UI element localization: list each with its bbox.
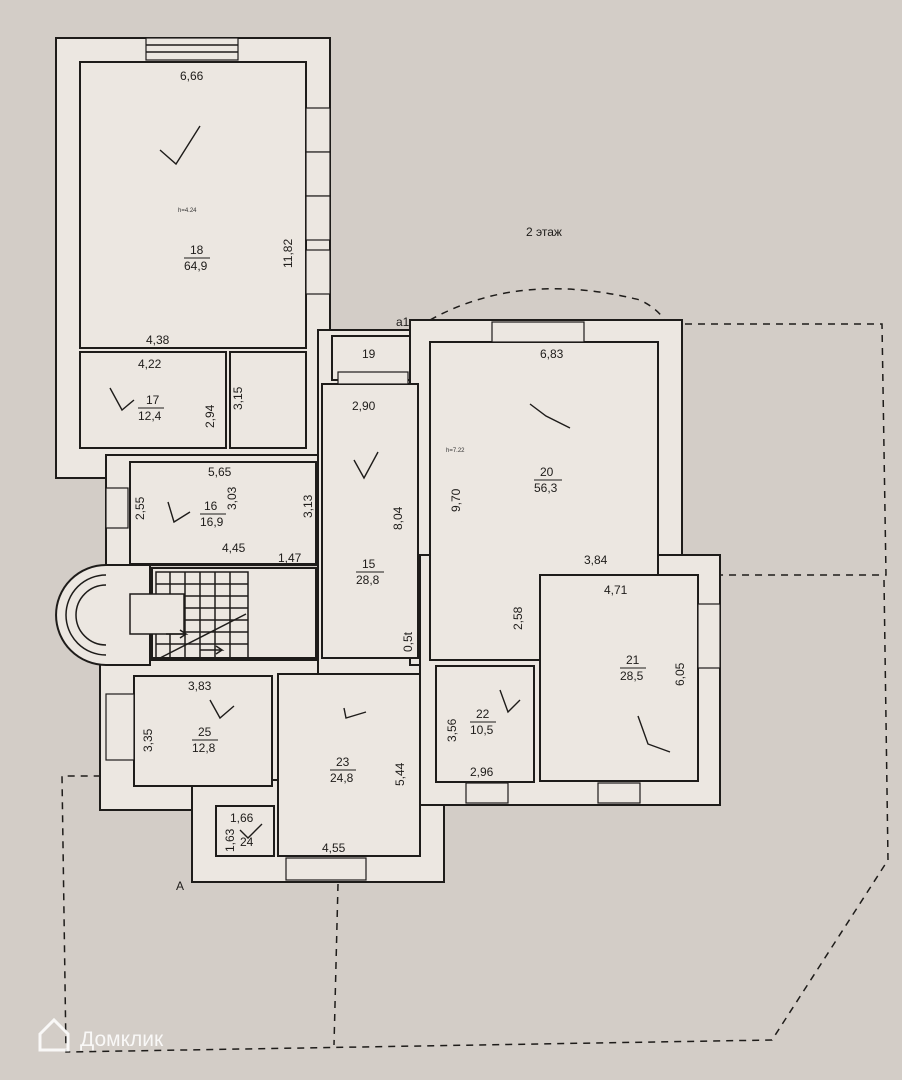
room-17-closet: [229, 351, 307, 449]
room-number-19: 19: [362, 347, 376, 361]
room-25: [133, 675, 273, 787]
dim-25-width: 3,83: [188, 679, 212, 693]
room-number-23: 23: [336, 755, 350, 769]
dim-22-height: 3,56: [445, 718, 459, 742]
room-area-22: 10,5: [470, 723, 494, 737]
dim-24-width: 1,66: [230, 811, 254, 825]
room-area-15: 28,8: [356, 573, 380, 587]
room-area-20: 56,3: [534, 481, 558, 495]
dim-21-width: 4,71: [604, 583, 628, 597]
dim-16-right: 3,13: [301, 494, 315, 518]
dim-17-width: 4,22: [138, 357, 162, 371]
axis-mark-A: A: [176, 879, 184, 893]
room-number-24: 24: [240, 835, 254, 849]
windows: [105, 37, 721, 881]
room-21: [539, 574, 699, 782]
dim-20-width: 6,83: [540, 347, 564, 361]
room-23: [277, 673, 421, 857]
dim-16-small: 1,47: [278, 551, 302, 565]
dashed-contour: [61, 288, 889, 1053]
dim-18-height: 11,82: [281, 239, 295, 268]
room-18: [79, 61, 307, 349]
watermark-text: Домклик: [80, 1028, 164, 1051]
dim-18-bottom: 4,38: [146, 333, 170, 347]
dim-15-note: 0,5t: [401, 631, 415, 652]
dim-16-bottom: 4,45: [222, 541, 246, 555]
dim-16-width: 5,65: [208, 465, 232, 479]
dim-24-height: 1,63: [223, 828, 237, 852]
height-note-18: h=4.24: [178, 208, 197, 214]
room-area-23: 24,8: [330, 771, 354, 785]
dim-15-width: 2,90: [352, 399, 376, 413]
dim-20-step: 2,58: [511, 606, 525, 630]
room-area-21: 28,5: [620, 669, 644, 683]
dim-22-width: 2,96: [470, 765, 494, 779]
dim-23-width: 4,55: [322, 841, 346, 855]
watermark: Домклик: [38, 1017, 164, 1052]
room-15: [321, 383, 419, 659]
staircase: [65, 571, 249, 659]
room-16: [129, 461, 317, 565]
room-number-15: 15: [362, 557, 376, 571]
room-number-25: 25: [198, 725, 212, 739]
room-number-17: 17: [146, 393, 160, 407]
dim-20-height: 9,70: [449, 488, 463, 512]
room-number-21: 21: [626, 653, 640, 667]
room-17: [79, 351, 227, 449]
dim-17-height: 2,94: [203, 404, 217, 428]
room-number-16: 16: [204, 499, 218, 513]
dim-25-height: 3,35: [141, 728, 155, 752]
room-area-18: 64,9: [184, 259, 208, 273]
dimension-labels: 6,66 11,82 4,38 4,22 2,94 3,15 5,65 2,55…: [133, 69, 687, 855]
room-24: [215, 805, 275, 857]
room-area-25: 12,8: [192, 741, 216, 755]
height-note-20: h=7.22: [446, 448, 465, 454]
room-number-20: 20: [540, 465, 554, 479]
room-number-22: 22: [476, 707, 490, 721]
room-22: [435, 665, 535, 783]
dim-16-left: 2,55: [133, 496, 147, 520]
dim-21-height: 6,05: [673, 662, 687, 686]
room-area-17: 12,4: [138, 409, 162, 423]
domclick-logo-icon: [38, 1017, 70, 1052]
dim-20-bottom: 3,84: [584, 553, 608, 567]
dim-17-closet: 3,15: [231, 386, 245, 410]
room-labels: 18 64,9 17 12,4 16 16,9 15 28,8 19 20 56…: [138, 243, 646, 849]
dim-15-height: 8,04: [391, 506, 405, 530]
rooms: [79, 61, 699, 857]
room-area-16: 16,9: [200, 515, 224, 529]
dim-23-height: 5,44: [393, 762, 407, 786]
dim-16-mid: 3,03: [225, 486, 239, 510]
check-marks: [109, 125, 671, 839]
axis-mark-a1: a1: [396, 315, 410, 329]
floor-label: 2 этаж: [526, 225, 562, 239]
room-number-18: 18: [190, 243, 204, 257]
dim-18-width: 6,66: [180, 69, 204, 83]
